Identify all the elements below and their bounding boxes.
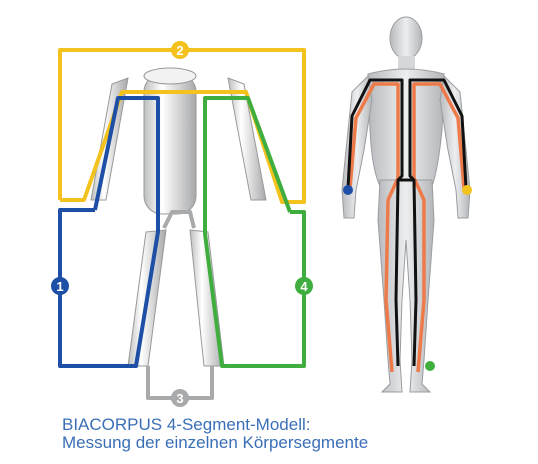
segment-badge-1: 1 [51, 277, 69, 295]
segment-1-path [60, 98, 158, 366]
caption-line-1: BIACORPUS 4-Segment-Modell: [62, 416, 368, 434]
segment-label-1: 1 [56, 279, 63, 294]
segment-label-4: 4 [300, 279, 308, 294]
segment-badge-3: 3 [171, 389, 189, 407]
right-wrist-electrode [462, 185, 472, 195]
human-figure [342, 17, 472, 392]
segment-label-3: 3 [176, 391, 183, 406]
trunk-cylinder [144, 74, 196, 214]
caption-line-2: Messung der einzelnen Körpersegmente [62, 434, 368, 452]
segment-badge-4: 4 [295, 277, 313, 295]
figure-head [390, 17, 422, 59]
ankle-electrode [425, 361, 435, 371]
cylinder-model [91, 68, 266, 366]
figure-right-arm [440, 76, 470, 218]
figure-torso [368, 69, 444, 186]
segment-badge-2: 2 [171, 41, 189, 59]
left-wrist-electrode [343, 185, 353, 195]
trunk-top-cap [144, 68, 196, 84]
diagram-caption: BIACORPUS 4-Segment-Modell: Messung der … [62, 416, 368, 452]
segment-label-2: 2 [176, 43, 183, 58]
